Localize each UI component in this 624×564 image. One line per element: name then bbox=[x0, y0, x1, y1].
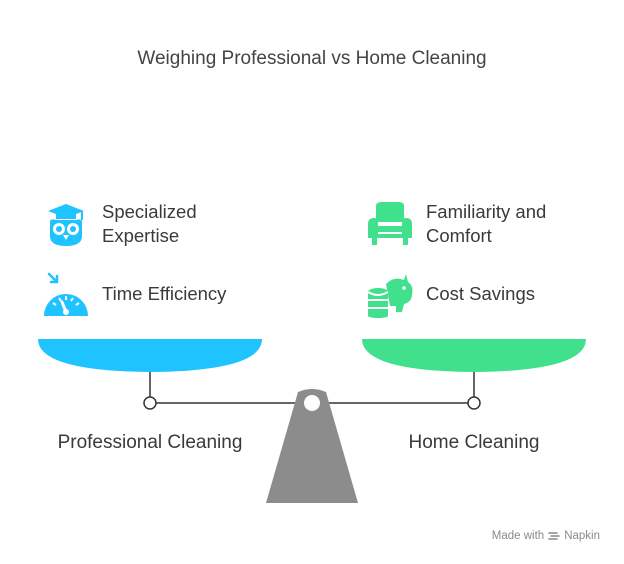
right-pivot bbox=[467, 396, 481, 410]
left-pan bbox=[38, 339, 262, 372]
armchair-icon bbox=[368, 202, 412, 245]
left-pivot bbox=[143, 396, 157, 410]
page-title: Weighing Professional vs Home Cleaning bbox=[137, 48, 487, 69]
napkin-logo-icon bbox=[548, 532, 560, 540]
fulcrum-pin bbox=[304, 395, 320, 411]
item-label: Specialized Expertise bbox=[102, 201, 197, 246]
fulcrum bbox=[266, 389, 358, 503]
piggy-bank-icon bbox=[367, 274, 413, 318]
list-item: Cost Savings bbox=[366, 270, 535, 318]
list-item: Specialized Expertise bbox=[42, 200, 242, 248]
list-item: Time Efficiency bbox=[42, 270, 226, 318]
speedometer-icon bbox=[44, 272, 88, 316]
right-side-label: Home Cleaning bbox=[408, 432, 540, 453]
brand-text: Napkin bbox=[564, 530, 600, 542]
owl-graduate-icon bbox=[48, 204, 84, 246]
item-label: Time Efficiency bbox=[102, 283, 227, 304]
list-item: Familiarity and Comfort bbox=[366, 200, 566, 248]
item-label: Cost Savings bbox=[426, 283, 535, 304]
item-label: Familiarity and Comfort bbox=[426, 201, 547, 246]
footer-attribution: Made with Napkin bbox=[492, 530, 600, 542]
left-side-label: Professional Cleaning bbox=[57, 432, 243, 453]
made-with-text: Made with bbox=[491, 530, 545, 542]
right-pan bbox=[362, 339, 586, 372]
